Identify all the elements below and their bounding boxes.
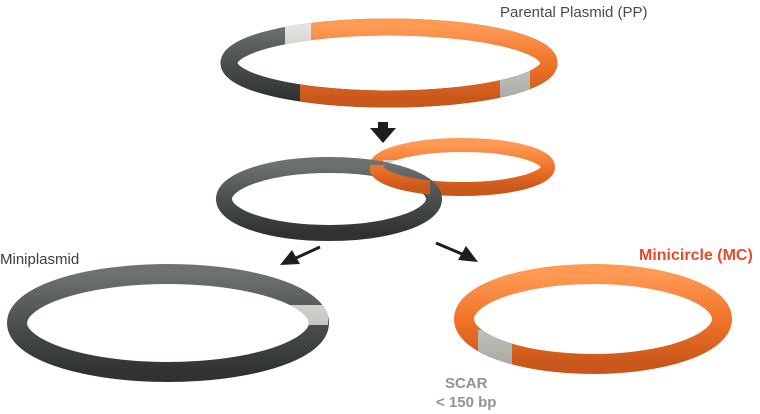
minicircle-ring bbox=[454, 264, 732, 374]
scar-label-line1: SCAR bbox=[444, 375, 488, 392]
miniplasmid-label: Miniplasmid bbox=[0, 251, 80, 268]
scar-label: SCAR < 150 bp bbox=[436, 374, 496, 412]
parental-plasmid-label: Parental Plasmid (PP) bbox=[500, 4, 648, 21]
minicircle-label: Minicircle (MC) bbox=[639, 247, 753, 264]
parental-plasmid-ring bbox=[220, 18, 558, 108]
down-left-arrow-icon bbox=[280, 245, 321, 265]
scar-label-line2: < 150 bp bbox=[436, 394, 497, 411]
miniplasmid-ring bbox=[7, 264, 329, 382]
recombination-intermediate bbox=[216, 138, 555, 241]
down-right-arrow-icon bbox=[435, 241, 478, 262]
down-arrow-icon bbox=[370, 122, 396, 143]
